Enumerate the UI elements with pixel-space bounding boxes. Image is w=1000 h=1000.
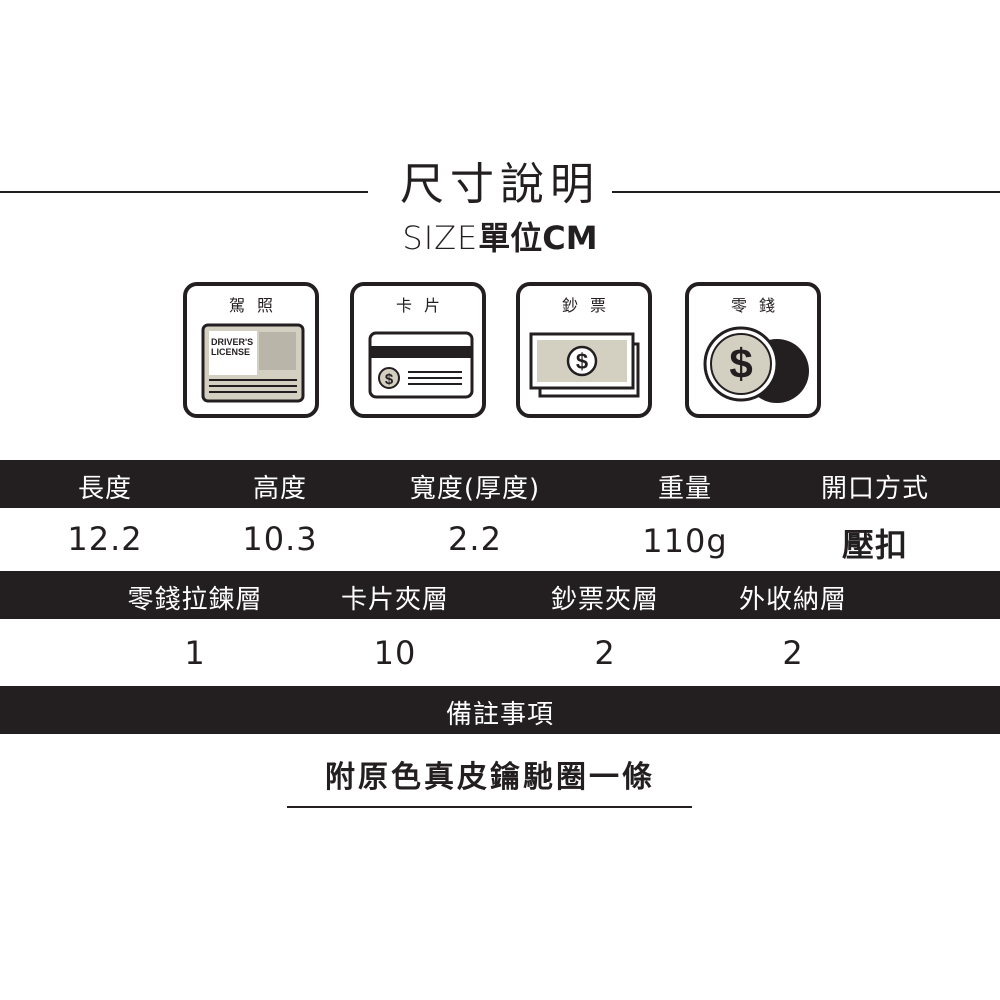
icon-label-coin: 零錢: [730, 296, 787, 315]
coin-card: 零錢 $: [685, 282, 821, 418]
banknote-card: 鈔票 $: [516, 282, 652, 418]
value-outer-pocket: 2: [782, 634, 804, 672]
drivers-license-card: 駕照 DRIVER'S LICENSE: [183, 282, 319, 418]
icon-label-license: 駕照: [228, 296, 285, 315]
value-weight: 110g: [642, 522, 728, 560]
coin-dollar-sign: $: [729, 340, 752, 387]
notes-header-bar: 備註事項: [0, 686, 1000, 734]
notes-text: 附原色真皮鑰馳圈一條: [325, 760, 655, 795]
notes-underline: [287, 806, 692, 808]
coin-icon: $: [703, 326, 809, 403]
value-card-slots: 10: [373, 634, 417, 672]
spec-header-bar-2: 零錢拉鍊層 卡片夾層 鈔票夾層 外收納層: [0, 571, 1000, 619]
header-coin-zipper: 零錢拉鍊層: [127, 585, 263, 615]
credit-card-card: 卡片 $: [350, 282, 486, 418]
subtitle-unit-label: 單位CM: [478, 219, 598, 257]
title-rule-right: [612, 191, 1000, 193]
value-coin-zipper: 1: [184, 634, 206, 672]
card-dollar-sign: $: [385, 371, 394, 388]
icon-label-banknote: 鈔票: [561, 296, 618, 315]
spec-header-bar-1: 長度 高度 寬度(厚度) 重量 開口方式: [0, 460, 1000, 508]
license-text-line1: DRIVER'S: [211, 337, 253, 347]
value-width: 2.2: [448, 520, 502, 558]
page-subtitle: SIZE單位CM: [300, 216, 700, 260]
icon-label-card: 卡片: [395, 296, 452, 315]
header-weight: 重量: [657, 474, 712, 504]
drivers-license-icon: DRIVER'S LICENSE: [201, 323, 305, 403]
header-width: 寬度(厚度): [409, 474, 541, 504]
header-outer-pocket: 外收納層: [738, 585, 847, 615]
banknote-dollar-sign: $: [576, 349, 588, 374]
header-height: 高度: [252, 474, 307, 504]
credit-card-icon: $: [368, 331, 474, 399]
header-closure: 開口方式: [820, 474, 929, 504]
value-bill-slots: 2: [594, 634, 616, 672]
value-length: 12.2: [67, 520, 143, 558]
license-text-line2: LICENSE: [211, 347, 250, 357]
header-length: 長度: [77, 474, 132, 504]
value-closure: 壓扣: [841, 526, 908, 564]
title-rule-left: [0, 191, 368, 193]
value-height: 10.3: [242, 520, 318, 558]
notes-header: 備註事項: [445, 700, 554, 730]
header-bill-slots: 鈔票夾層: [550, 585, 659, 615]
page-title: 尺寸說明: [400, 159, 600, 210]
header-card-slots: 卡片夾層: [340, 585, 449, 615]
banknote-icon: $: [529, 332, 640, 398]
subtitle-size-label: SIZE: [402, 219, 479, 257]
